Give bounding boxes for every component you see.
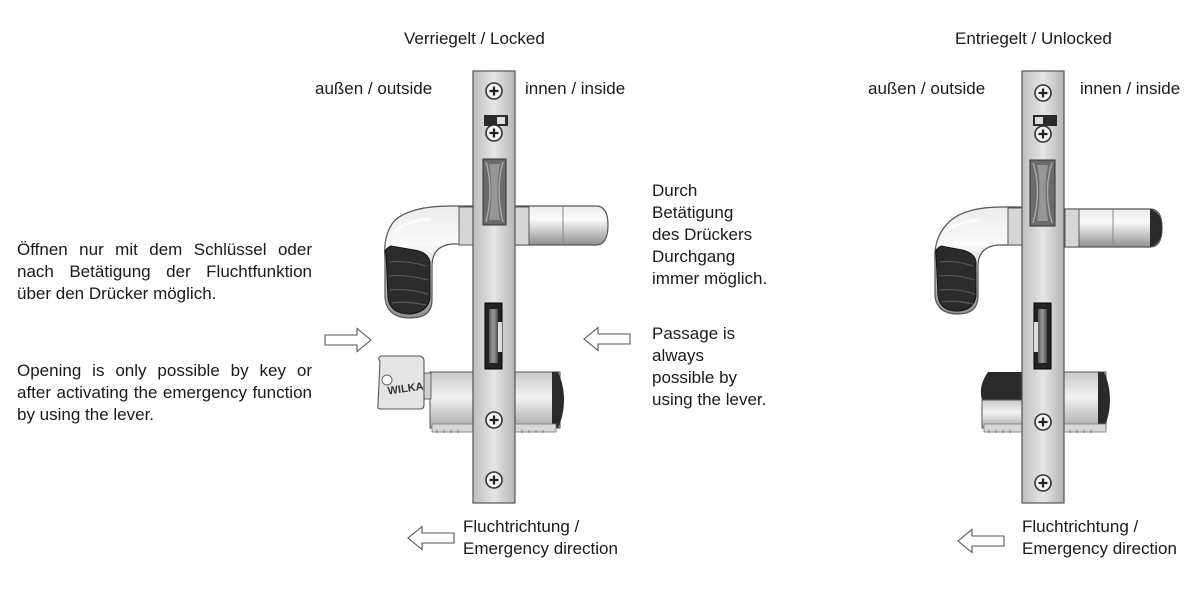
unlocked-title: Entriegelt / Unlocked (955, 29, 1112, 48)
screw-icon (484, 81, 504, 101)
right-description-de: Durch Betätigung des Drückers Durchgang … (652, 181, 768, 288)
left-description-en: Opening is only possible by key or after… (17, 361, 312, 424)
screw-icon (1033, 412, 1053, 432)
screw-icon (1033, 83, 1053, 103)
key-brand-logo: WILKA (387, 381, 424, 398)
key: WILKA (377, 355, 432, 410)
screw-icon (1033, 473, 1053, 493)
unlocked-faceplate (1021, 70, 1065, 504)
push-arrow-right-icon (324, 327, 372, 353)
unlocked-emergency-direction-label: Fluchtrichtung / Emergency direction (1022, 517, 1177, 558)
locked-lever-handle (384, 205, 609, 319)
locked-cylinder (429, 371, 564, 433)
screw-icon (1033, 124, 1053, 144)
locked-inside-label: innen / inside (525, 79, 626, 98)
push-arrow-left-icon (583, 326, 631, 352)
emergency-arrow-icon (407, 525, 455, 551)
left-description-de: Öffnen nur mit dem Schlüssel oder nach B… (17, 240, 312, 303)
locked-emergency-direction-label: Fluchtrichtung / Emergency direction (463, 517, 618, 558)
locked-outside-label: außen / outside (315, 79, 433, 98)
screw-icon (484, 470, 504, 490)
screw-icon (484, 410, 504, 430)
unlocked-outside-label: außen / outside (868, 79, 986, 98)
emergency-arrow-icon (957, 528, 1005, 554)
locked-faceplate (472, 70, 516, 504)
locked-title: Verriegelt / Locked (404, 29, 545, 48)
unlocked-cylinder (980, 371, 1110, 433)
unlocked-inside-label: innen / inside (1080, 79, 1181, 98)
right-description-en: Passage is always possible by using the … (652, 324, 767, 409)
screw-icon (484, 123, 504, 143)
unlocked-lever-handle (934, 206, 1163, 315)
